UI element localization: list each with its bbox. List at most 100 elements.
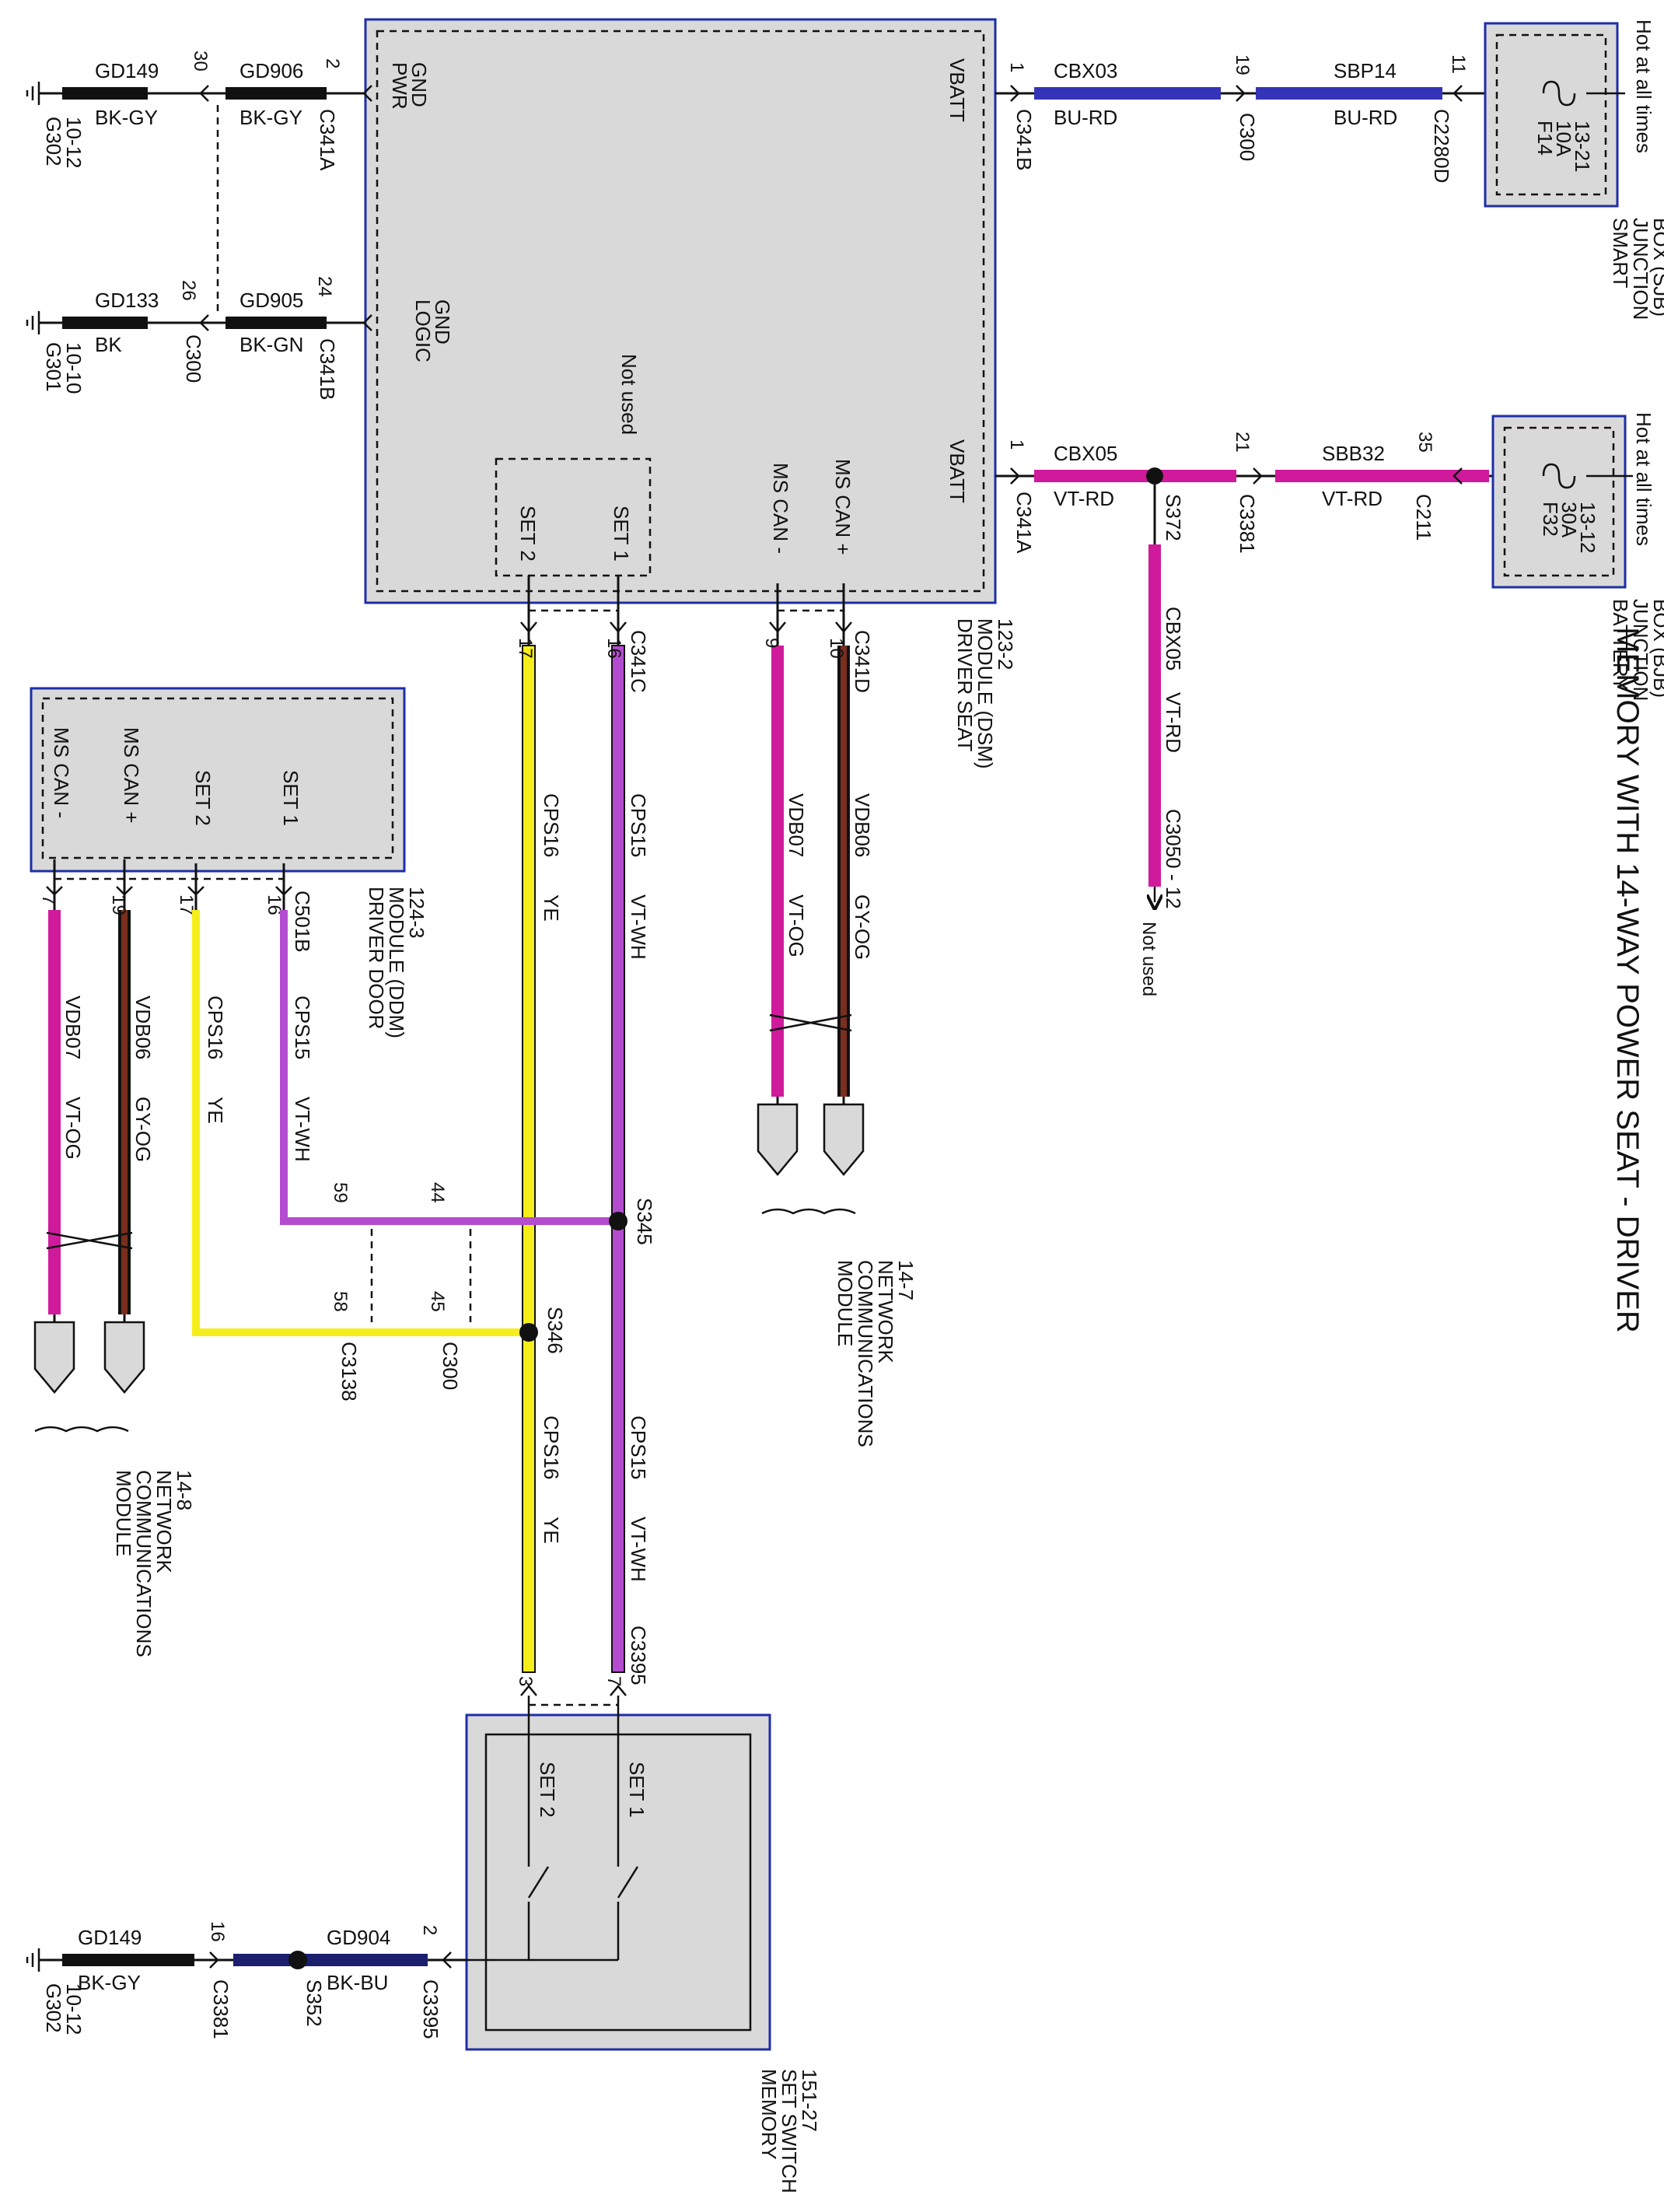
splice-s352 [288, 1951, 307, 1969]
pin-2b: 2 [419, 1925, 440, 1935]
wire-gd905 [225, 317, 327, 329]
pin-24: 24 [314, 276, 335, 297]
bjb-hot: Hot at all times [1632, 412, 1655, 546]
label-cps15c: CPS15 [627, 1416, 650, 1479]
bjb-name1: BATTERY [1609, 599, 1632, 691]
conn-c3138: C3138 [337, 1342, 361, 1402]
sjb-name1: SMART [1609, 218, 1632, 289]
label-cps15: CPS15 [627, 793, 650, 857]
wire-cbx03 [1034, 87, 1221, 100]
ground-g301: G301 [42, 342, 65, 392]
dsm-pwr-gnd-label: PWR [388, 62, 411, 110]
label-burd2: BU-RD [1334, 106, 1397, 129]
dsm-logic-gnd-label: LOGIC [411, 299, 435, 362]
label-vdb07b: VDB07 [61, 996, 85, 1059]
pin-16a: 16 [603, 638, 624, 659]
label-gyog: GY-OG [851, 894, 874, 960]
label-yec: YE [540, 1517, 563, 1544]
ddm-name2: MODULE (DDM) [385, 887, 408, 1038]
ground-g302a: G302 [42, 117, 65, 166]
network1-name1: MODULE [834, 1260, 857, 1346]
pin-1a: 1 [1006, 62, 1027, 72]
network2-name1: MODULE [112, 1470, 135, 1556]
fuse-icon-2 [1542, 463, 1576, 489]
label-s352: S352 [302, 1979, 326, 2027]
pin-44: 44 [427, 1182, 448, 1203]
wire-cps16-yellow [522, 645, 536, 1673]
label-cps16b: CPS16 [204, 996, 227, 1059]
pin-1b: 1 [1006, 439, 1027, 450]
label-not-used-2: Not used [1138, 922, 1159, 996]
wire-vdb07 [771, 646, 784, 1097]
dsm-pwr-gnd-label2: GND [407, 62, 431, 107]
ddm-mscan-minus-label: MS CAN - [50, 727, 73, 818]
ground-g302b-ref: 10-12 [62, 1983, 86, 2035]
label-vtrd: VT-RD [1054, 487, 1114, 510]
twist-icon [769, 1013, 852, 1032]
label-vdb06b: VDB06 [131, 996, 155, 1059]
pin-2: 2 [322, 58, 343, 68]
conn-c341b: C341B [316, 338, 339, 401]
ground-icon-2 [26, 311, 40, 334]
dsm-set1-label: SET 1 [610, 506, 633, 562]
switch-name3: 151-27 [798, 2069, 821, 2132]
sjb-fuse: F14 [1533, 121, 1557, 156]
conn-c211: C211 [1412, 494, 1435, 541]
label-vtwhc: VT-WH [627, 1517, 650, 1582]
network2-name2: COMMUNICATIONS [132, 1470, 156, 1657]
label-vtwhb: VT-WH [291, 1097, 314, 1162]
diagram-title: MEMORY WITH 14-WAY POWER SEAT - DRIVER [1610, 627, 1645, 1333]
label-gd133: GD133 [95, 289, 159, 312]
label-bkbu: BK-BU [327, 1971, 388, 1994]
label-cbx03: CBX03 [1054, 59, 1117, 82]
wire-gd149-bottom [62, 1954, 194, 1966]
bjb-box [1491, 415, 1627, 589]
pin-7b: 7 [603, 1676, 624, 1686]
dsm-logic-gnd-label2: GND [431, 299, 454, 345]
label-gd149: GD149 [95, 59, 159, 82]
ground-g302b: G302 [42, 1983, 65, 2033]
network-connector-icon-3 [33, 1321, 75, 1394]
switch-contact-icon-2 [617, 1866, 639, 1899]
network2-name3: NETWORK [152, 1470, 176, 1574]
bjb-fuse: F32 [1539, 502, 1562, 537]
label-ye: YE [540, 894, 563, 922]
wire-cbx05 [1034, 470, 1159, 482]
ground-icon-3 [26, 1948, 40, 1972]
ground-g302a-ref: 10-12 [62, 117, 86, 169]
splice-s346 [519, 1323, 538, 1342]
sjb-ref: 13-21 [1571, 121, 1594, 173]
pin-16c: 16 [207, 1921, 228, 1942]
label-burd: BU-RD [1054, 106, 1117, 129]
conn-c501b: C501B [291, 891, 314, 953]
label-cps15b: CPS15 [291, 996, 314, 1059]
switch-contact-icon [527, 1866, 550, 1899]
pin-35: 35 [1414, 432, 1435, 453]
wire-vdb07b [48, 910, 61, 1314]
label-yeb: YE [204, 1097, 227, 1124]
dsm-vbatt2-label: VBATT [946, 439, 969, 503]
network1-name2: COMMUNICATIONS [854, 1260, 877, 1447]
label-cps16c: CPS16 [540, 1416, 563, 1479]
pin-10: 10 [826, 638, 847, 659]
switch-name1: MEMORY [757, 2069, 781, 2160]
network2-name4: 14-8 [173, 1470, 196, 1510]
pin-26: 26 [178, 280, 199, 301]
label-vdb07: VDB07 [785, 793, 808, 857]
conn-c3395b: C3395 [419, 1979, 442, 2039]
ddm-set1-label: SET 1 [279, 770, 302, 826]
conn-c3050: C3050 - 12 [1162, 809, 1185, 909]
dsm-name: DRIVER SEAT [953, 618, 977, 752]
dsm-mscan-plus-label: MS CAN + [831, 459, 855, 555]
ddm-set2-label: SET 2 [191, 770, 215, 826]
dsm-not-used-label: Not used [617, 354, 641, 435]
wire-s352-seg [233, 1954, 295, 1966]
dsm-not-used-group [495, 457, 652, 577]
wire-sbp14 [1256, 87, 1442, 100]
pin-58: 58 [330, 1291, 351, 1312]
label-bk: BK [95, 333, 122, 356]
label-vtog: VT-OG [785, 894, 808, 957]
label-bkgy: BK-GY [95, 106, 158, 129]
fuse-icon [1542, 80, 1576, 107]
